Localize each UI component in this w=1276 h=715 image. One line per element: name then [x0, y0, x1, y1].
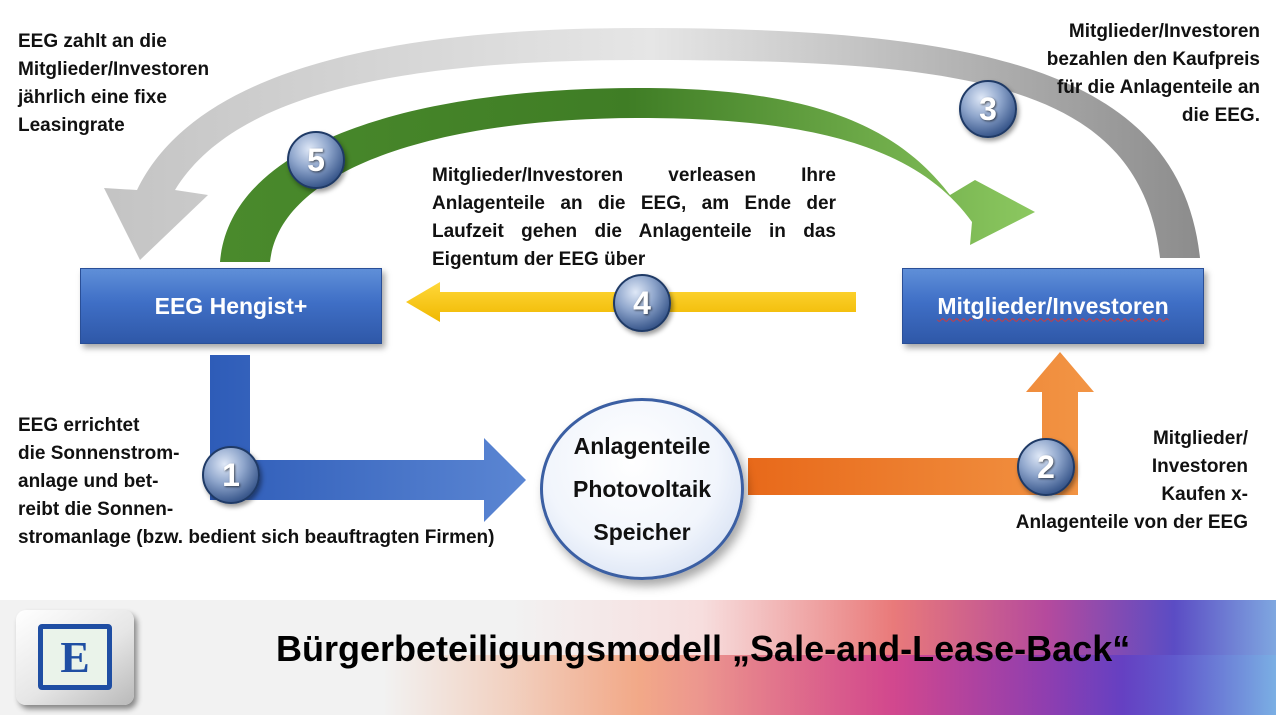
- orange-arrow: [748, 352, 1094, 495]
- annotation-line: Mitglieder/Investoren verleasen Ihre: [432, 165, 836, 186]
- annotation-line: jährlich eine fixe: [18, 87, 167, 108]
- step-number: 1: [222, 456, 240, 493]
- annotation-middle: Mitglieder/Investoren verleasen Ihre Anl…: [432, 162, 836, 274]
- annotation-line: Anlagenteile an die EEG, am Ende der: [432, 193, 836, 214]
- components-line: Photovoltaik: [572, 475, 711, 502]
- members-node-label: Mitglieder/Investoren: [937, 292, 1169, 319]
- step-badge-3: 3: [959, 80, 1017, 138]
- step-number: 2: [1037, 448, 1055, 485]
- annotation-line: Leasingrate: [18, 115, 125, 136]
- blue-arrow: [210, 355, 526, 522]
- annotation-line: Mitglieder/Investoren: [1068, 21, 1260, 42]
- annotation-line: Mitglieder/Investoren: [18, 59, 210, 80]
- annotation-line: Investoren: [1151, 456, 1248, 477]
- annotation-top-right: Mitglieder/Investoren bezahlen den Kaufp…: [1047, 18, 1260, 130]
- annotation-line: Eigentum der EEG über: [432, 249, 646, 270]
- annotation-line: für die Anlagenteile an: [1056, 77, 1260, 98]
- components-circle: Anlagenteile Photovoltaik Speicher: [540, 398, 744, 580]
- annotation-line: anlage und bet-: [18, 471, 159, 492]
- annotation-bottom-right: Mitglieder/ Investoren Kaufen x- Anlagen…: [1016, 425, 1248, 537]
- step-badge-1: 1: [202, 446, 260, 504]
- annotation-line: reibt die Sonnen-: [18, 499, 174, 520]
- members-node: Mitglieder/Investoren: [902, 268, 1204, 344]
- annotation-line: bezahlen den Kaufpreis: [1046, 49, 1260, 70]
- step-number: 3: [979, 90, 997, 127]
- annotation-line: stromanlage (bzw. bedient sich beauftrag…: [18, 527, 495, 548]
- logo-letter: E: [60, 632, 90, 682]
- eeg-node-label: EEG Hengist+: [154, 292, 308, 319]
- page-title: Bürgerbeteiligungsmodell „Sale-and-Lease…: [276, 628, 1131, 669]
- annotation-line: Kaufen x-: [1161, 484, 1248, 505]
- annotation-line: Laufzeit gehen die Anlagenteile in das: [432, 221, 836, 242]
- annotation-line: die Sonnenstrom-: [18, 443, 180, 464]
- annotation-line: EEG errichtet: [18, 415, 140, 436]
- eeg-logo: E: [16, 610, 134, 705]
- annotation-bottom-left: EEG errichtet die Sonnenstrom- anlage un…: [18, 412, 494, 552]
- step-number: 5: [307, 141, 325, 178]
- components-line: Anlagenteile: [573, 432, 711, 459]
- components-line: Speicher: [593, 518, 691, 545]
- annotation-line: Mitglieder/: [1152, 428, 1248, 449]
- green-arc-arrow: [220, 88, 1035, 262]
- annotation-top-left: EEG zahlt an die Mitglieder/Investoren j…: [18, 28, 209, 140]
- step-number: 4: [633, 284, 651, 321]
- banner-wave: [0, 655, 1276, 715]
- logo-emblem: E: [38, 624, 112, 690]
- eeg-node: EEG Hengist+: [80, 268, 382, 344]
- step-badge-5: 5: [287, 131, 345, 189]
- annotation-line: Anlagenteile von der EEG: [1015, 512, 1248, 533]
- step-badge-2: 2: [1017, 438, 1075, 496]
- annotation-line: EEG zahlt an die: [18, 31, 167, 52]
- step-badge-4: 4: [613, 274, 671, 332]
- annotation-line: die EEG.: [1181, 105, 1260, 126]
